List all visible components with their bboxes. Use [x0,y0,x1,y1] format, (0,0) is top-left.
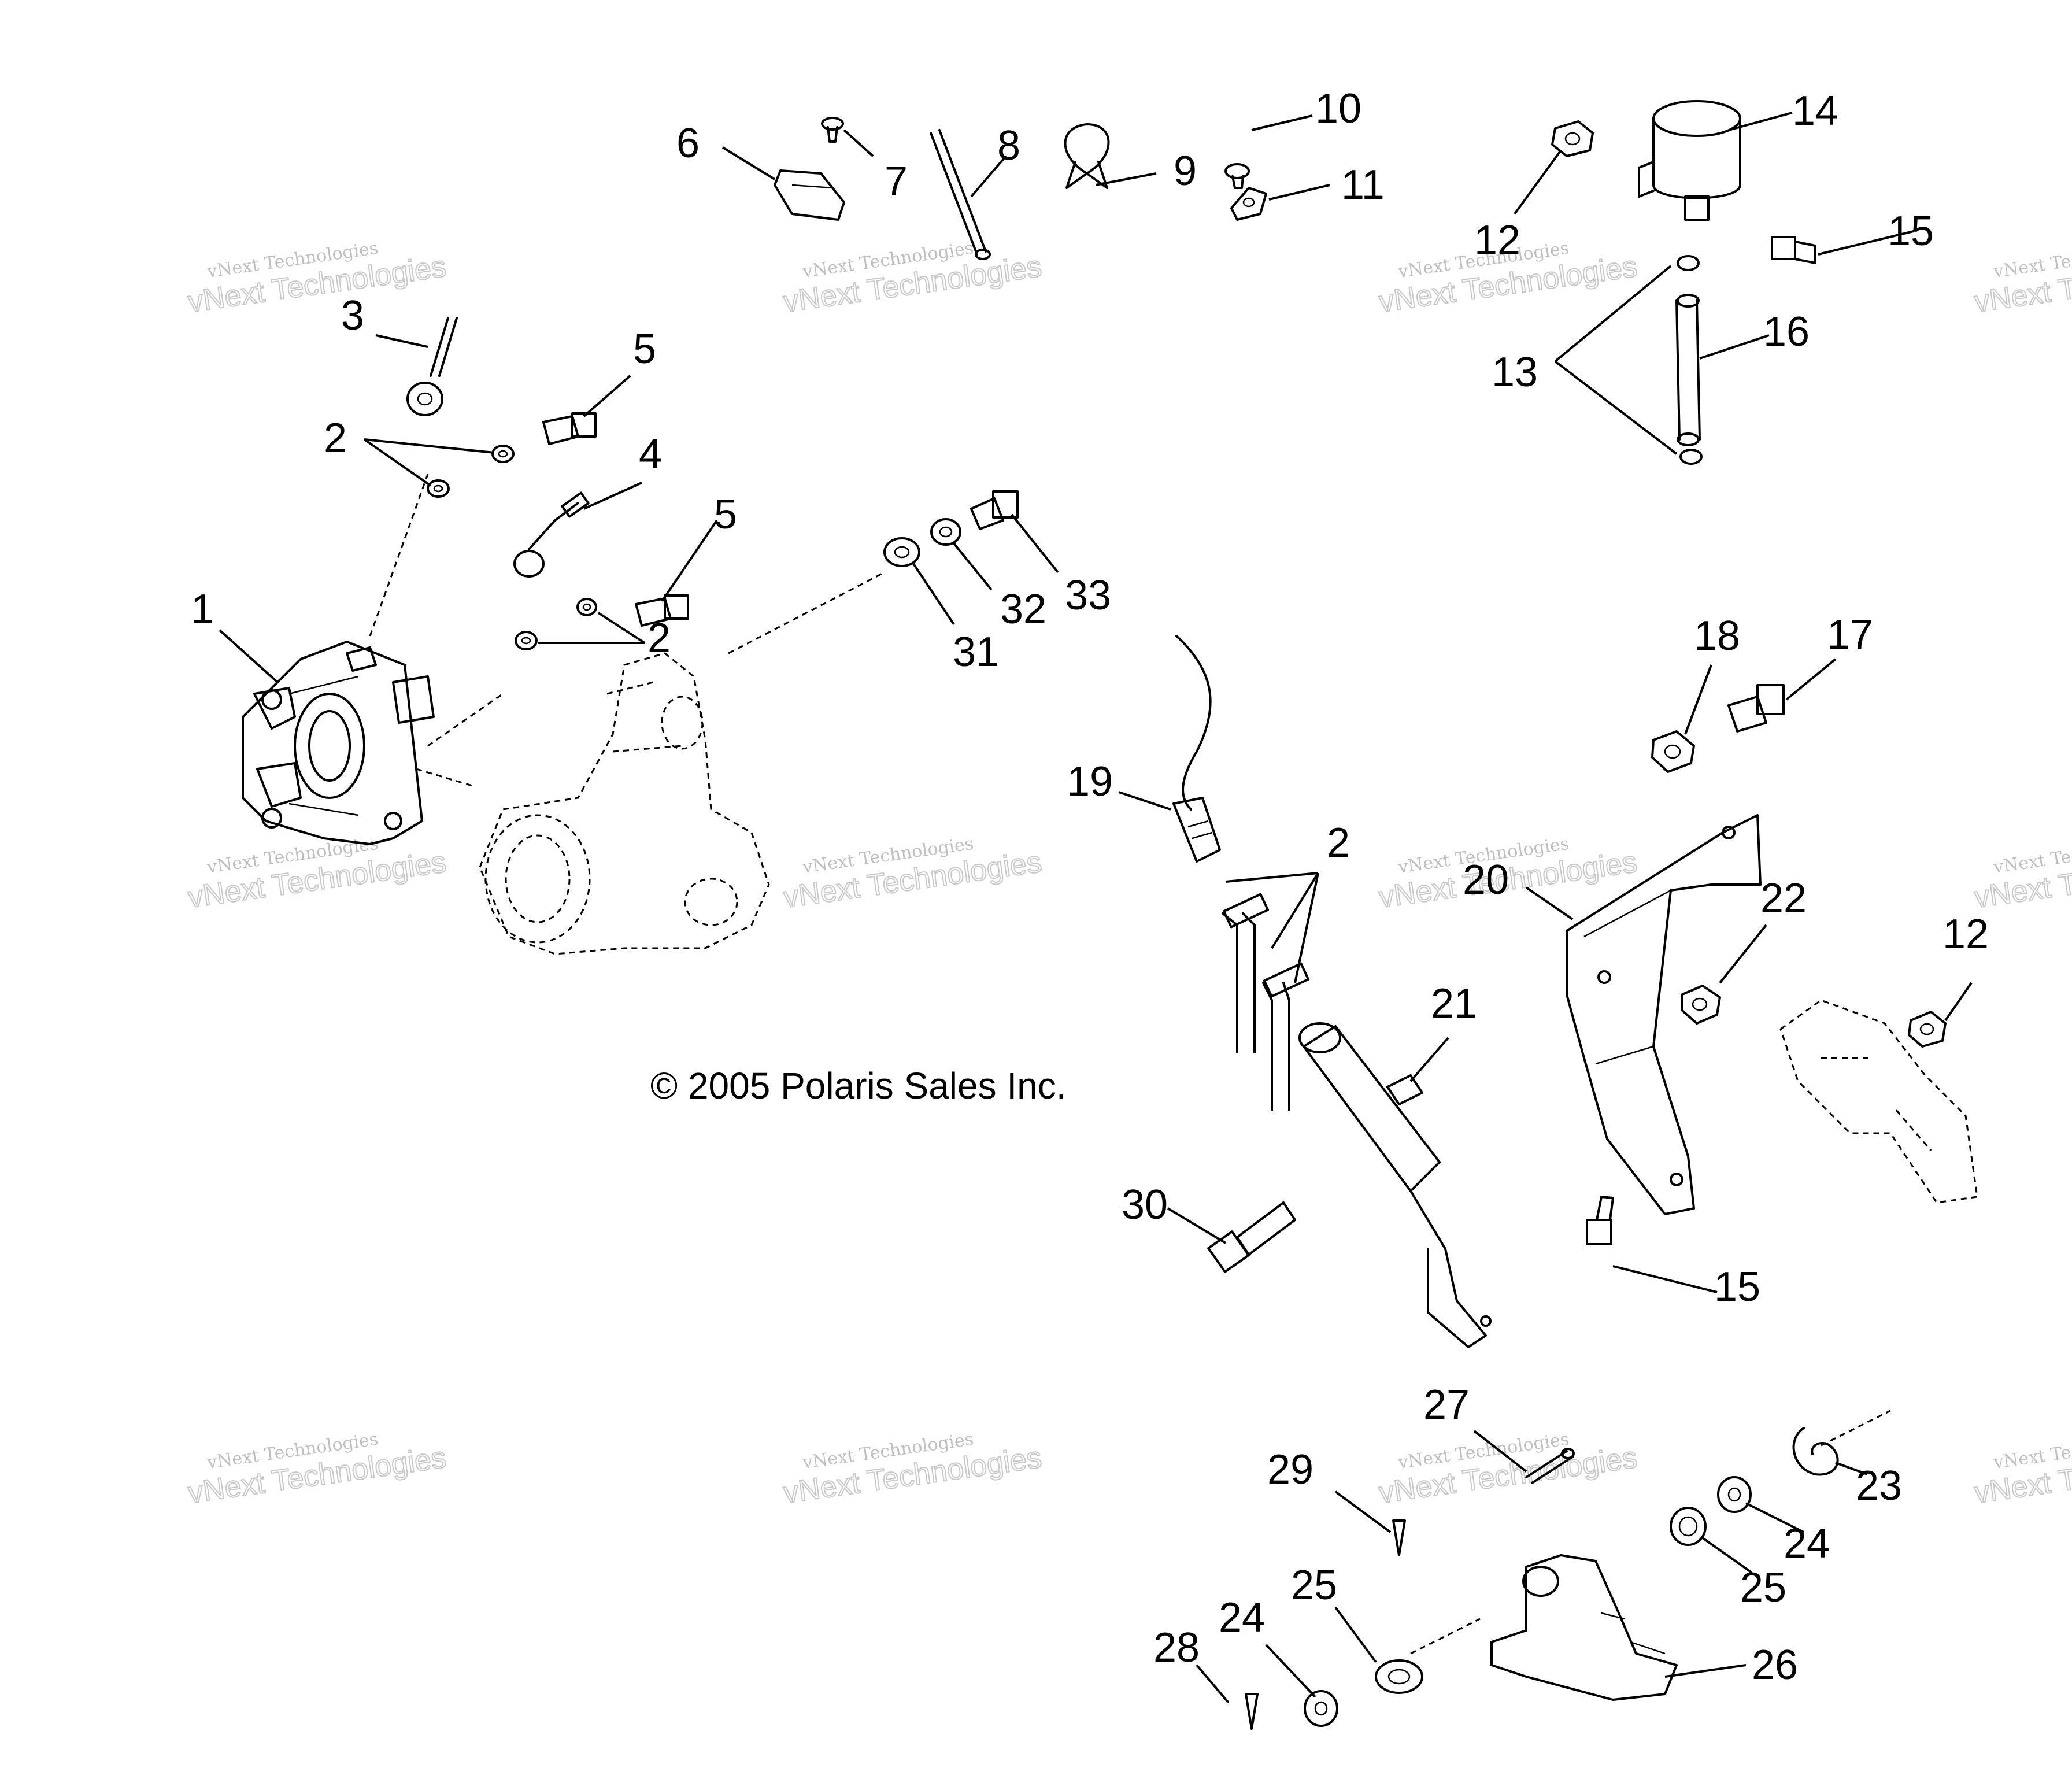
callout-25-left: 25 [1291,1562,1337,1608]
part-clip-9 [1064,123,1110,189]
part-hose-16 [1675,255,1703,465]
callout-15-top: 15 [1888,208,1934,254]
callout-2-right: 2 [1327,820,1350,866]
callout-32: 32 [1000,586,1046,633]
part-bolt-30 [1207,1201,1296,1273]
part-brake-hoses [1222,893,1310,1111]
callout-22: 22 [1760,875,1807,922]
callout-15-bottom: 15 [1714,1264,1760,1310]
callout-28: 28 [1153,1625,1200,1671]
callout-6: 6 [676,120,700,167]
part-bolt-15 [1586,236,1816,1245]
callout-11: 11 [1341,162,1385,208]
callout-26: 26 [1752,1642,1798,1688]
callout-7: 7 [885,158,908,205]
callout-2-left-bottom: 2 [648,615,671,661]
callout-25-right: 25 [1740,1565,1786,1611]
callout-23: 23 [1856,1463,1902,1509]
part-cotter-29 [1392,1519,1406,1556]
callout-27: 27 [1423,1382,1470,1428]
callout-31: 31 [953,629,999,675]
callout-29: 29 [1267,1447,1314,1493]
part-screw-7 [821,117,844,143]
part-master-cylinder-21 [1298,1022,1492,1348]
part-nut-18 [1651,730,1695,773]
callout-5-top: 5 [633,326,656,372]
part-cotter-28 [1245,1693,1259,1730]
part-washer-32 [930,518,961,546]
callout-1: 1 [191,586,214,633]
part-brake-line-upper [406,317,458,416]
callout-labels: 1 2 2 2 3 4 5 5 6 7 8 9 10 11 12 12 13 1… [191,86,1989,1688]
callout-16: 16 [1763,309,1810,355]
callout-2-left-top: 2 [324,415,347,461]
part-pin-27 [1525,1448,1575,1484]
callout-24-left: 24 [1219,1595,1265,1641]
part-clamp-6 [774,169,845,221]
callout-4: 4 [639,431,662,478]
callout-18: 18 [1694,613,1740,659]
part-bracket-20 [1566,814,1762,1215]
part-nut-22 [1681,985,1721,1025]
part-bolts-5 [542,412,689,627]
callout-5-bottom: 5 [714,491,737,538]
part-brake-line-fitting [513,491,590,578]
part-reservoir-14 [1638,100,1741,221]
part-bushing-25-right [1670,1507,1707,1546]
callout-12-top: 12 [1474,217,1520,264]
callout-33: 33 [1065,572,1111,619]
callout-30: 30 [1122,1182,1168,1228]
part-washer-31 [883,537,920,567]
callout-20: 20 [1463,857,1509,903]
callout-21: 21 [1431,981,1477,1027]
part-screw-10 [1224,163,1250,189]
callout-24-right: 24 [1784,1521,1830,1567]
part-bolt-17 [1727,684,1785,733]
callout-13: 13 [1492,349,1538,395]
part-switch-19 [1172,635,1221,863]
callout-17: 17 [1827,612,1873,658]
part-washer-24-left [1304,1690,1338,1727]
callout-10: 10 [1315,86,1361,132]
part-brake-caliper [242,641,435,845]
part-clamp-11 [1230,187,1267,221]
callout-8: 8 [997,123,1020,169]
part-pedal-26 [1490,1554,1678,1701]
part-bolt-33 [970,490,1019,530]
callout-19: 19 [1067,759,1113,805]
part-guard-right [1779,999,1978,1204]
callout-14: 14 [1792,88,1838,134]
part-hub-knuckle [479,652,770,955]
alignment-lines [369,474,1891,1655]
part-washer-24-right [1717,1476,1752,1513]
part-nut-12 [1551,120,1947,1048]
callout-9: 9 [1174,148,1197,194]
part-washers [427,445,597,650]
callout-leaders [219,112,1973,1704]
part-rod-8 [930,129,991,260]
copyright-notice: © 2005 Polaris Sales Inc. [650,1065,1067,1107]
part-bushing-25-left [1375,1659,1423,1694]
callout-12-right: 12 [1942,911,1989,957]
part-spring-23 [1792,1427,1839,1476]
callout-3: 3 [341,293,364,339]
